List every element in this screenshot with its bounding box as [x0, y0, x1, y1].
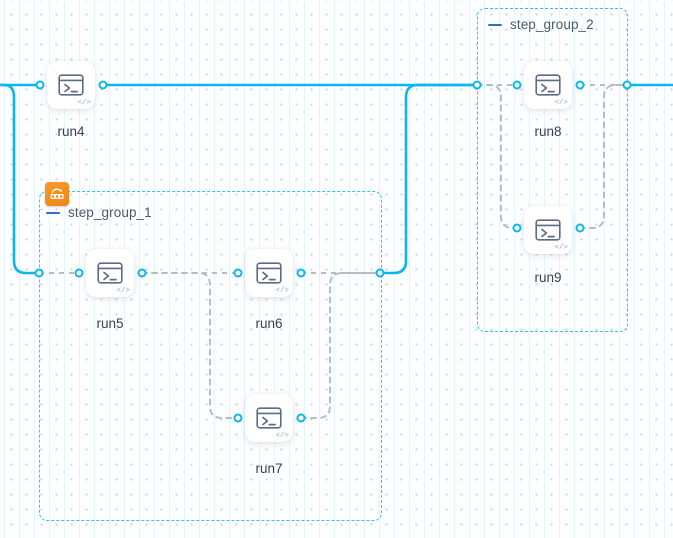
terminal-icon [256, 407, 282, 429]
port-run9-output[interactable] [575, 223, 585, 233]
port-group1-input[interactable] [34, 268, 44, 278]
code-icon: </> [275, 286, 289, 295]
group-title-step-group-2: step_group_2 [510, 17, 594, 32]
node-run8[interactable]: </> [524, 61, 572, 109]
node-label-run5: run5 [96, 316, 124, 331]
node-run5[interactable]: </> [86, 249, 134, 297]
terminal-icon [58, 74, 84, 96]
node-run4[interactable]: </> [47, 61, 95, 109]
group-header-step-group-2[interactable]: step_group_2 [488, 17, 594, 32]
terminal-icon [535, 219, 561, 241]
group-box-step-group-2[interactable] [477, 8, 628, 332]
edge-group1-out-to-group2-in[interactable] [378, 83, 479, 275]
terminal-icon [535, 74, 561, 96]
code-icon: </> [275, 431, 289, 440]
code-icon: </> [554, 98, 568, 107]
port-run5-output[interactable] [137, 268, 147, 278]
terminal-icon [256, 262, 282, 284]
node-label-run7: run7 [255, 461, 283, 476]
code-icon: </> [116, 286, 130, 295]
node-run7[interactable]: </> [245, 394, 293, 442]
code-icon: </> [77, 98, 91, 107]
node-label-run4: run4 [57, 124, 85, 139]
port-group1-output[interactable] [375, 268, 385, 278]
port-run8-output[interactable] [575, 80, 585, 90]
port-run6-output[interactable] [296, 268, 306, 278]
edge-canvas-left-to-group1[interactable] [0, 83, 41, 275]
port-run8-input[interactable] [512, 80, 522, 90]
minus-icon[interactable] [488, 23, 502, 26]
port-group2-input[interactable] [472, 80, 482, 90]
step-functions-icon [45, 182, 69, 206]
minus-icon[interactable] [46, 211, 60, 214]
port-run4-input[interactable] [35, 80, 45, 90]
port-run4-output[interactable] [98, 80, 108, 90]
node-run6[interactable]: </> [245, 249, 293, 297]
node-run9[interactable]: </> [524, 206, 572, 254]
node-label-run9: run9 [534, 270, 562, 285]
node-label-run8: run8 [534, 124, 562, 139]
group-box-step-group-1[interactable] [39, 191, 382, 521]
port-group2-output[interactable] [622, 80, 632, 90]
terminal-icon [97, 262, 123, 284]
port-run7-input[interactable] [233, 413, 243, 423]
group-header-step-group-1[interactable]: step_group_1 [46, 205, 152, 220]
port-run6-input[interactable] [233, 268, 243, 278]
group-title-step-group-1: step_group_1 [68, 205, 152, 220]
port-run7-output[interactable] [296, 413, 306, 423]
port-run9-input[interactable] [512, 223, 522, 233]
code-icon: </> [554, 243, 568, 252]
port-run5-input[interactable] [74, 268, 84, 278]
node-label-run6: run6 [255, 316, 283, 331]
